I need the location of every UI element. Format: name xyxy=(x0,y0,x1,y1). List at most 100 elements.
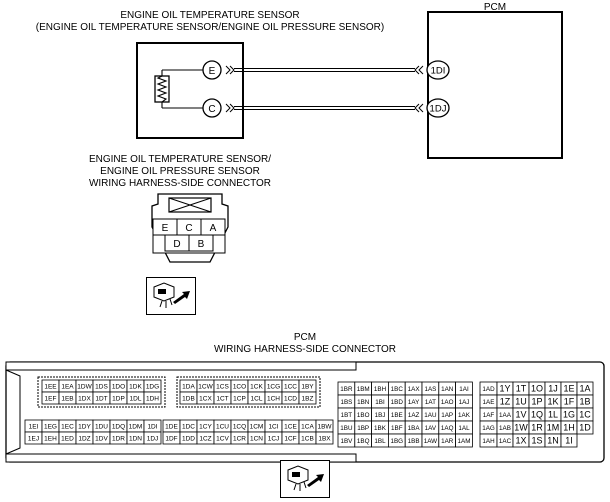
pcm-pin: 1CC xyxy=(284,383,297,390)
pcm-pin: 1DS xyxy=(95,383,108,390)
pcm-pin: 1CZ xyxy=(199,435,211,442)
pcm-pin: 1BZ xyxy=(302,395,314,402)
wiring-diagram: E C 1DI 1DJ xyxy=(136,11,563,159)
pcm-pin: 1DH xyxy=(146,395,159,402)
pcm-pin: 1AG xyxy=(482,425,495,432)
pcm-pin: 1CV xyxy=(216,435,229,442)
pcm-pin: 1CG xyxy=(267,383,280,390)
pcm-pin: 1CB xyxy=(301,435,314,442)
pcm-pin: 1CN xyxy=(250,435,263,442)
pcm-pin: 1H xyxy=(563,423,575,433)
pcm-pin: 1CR xyxy=(233,435,246,442)
pcm-pin: 1BV xyxy=(340,438,353,445)
pcm-pin: 1F xyxy=(564,397,575,407)
pcm-pin: 1C xyxy=(579,410,591,420)
pcm-pin: 1I xyxy=(565,436,573,446)
connector-view-icon xyxy=(146,277,196,315)
pcm-pin: 1T xyxy=(516,384,527,394)
sensor-title-line2: (ENGINE OIL TEMPERATURE SENSOR/ENGINE OI… xyxy=(35,22,385,33)
pcm-pin: 1CY xyxy=(199,423,212,430)
pcm-pin: 1BA xyxy=(408,425,421,432)
pcm-pin: 1CW xyxy=(198,383,213,390)
pcm-pin: 1AI xyxy=(459,386,469,393)
pcm-pin: 1DU xyxy=(95,423,108,430)
pcm-pin: 1AT xyxy=(425,399,436,406)
pcm-pin: 1DI xyxy=(147,423,157,430)
pcm-pin: 1V xyxy=(515,410,526,420)
pcm-pin: 1CD xyxy=(284,395,297,402)
sensor-connector-pin: B xyxy=(198,239,205,250)
pcm-pin: 1CA xyxy=(301,423,314,430)
pcm-pin: 1DP xyxy=(112,395,125,402)
pcm-pin: 1AQ xyxy=(441,425,454,432)
pcm-pin: 1BK xyxy=(374,425,387,432)
pcm-pin: 1P xyxy=(531,397,542,407)
sensor-connector-title-line1: ENGINE OIL TEMPERATURE SENSOR/ xyxy=(88,154,272,165)
pcm-pin: 1EJ xyxy=(28,435,39,442)
pcm-pin: 1AP xyxy=(441,412,453,419)
pcm-pin: 1Z xyxy=(500,397,511,407)
pcm-pin: 1BR xyxy=(340,386,353,393)
pcm-pin-cell xyxy=(560,433,578,448)
pcm-pin: 1BW xyxy=(317,423,332,430)
pcm-pin: 1BF xyxy=(391,425,403,432)
pcm-pin: 1N xyxy=(547,436,559,446)
sensor-connector-pin: A xyxy=(210,223,217,234)
sensor-connector-pin: C xyxy=(185,223,192,234)
pcm-pin: 1EH xyxy=(44,435,57,442)
pcm-pin: 1AK xyxy=(458,412,471,419)
pcm-box xyxy=(427,11,563,159)
pcm-pin: 1DZ xyxy=(78,435,90,442)
pcm-pin: 1M xyxy=(547,423,560,433)
pcm-pin: 1J xyxy=(548,384,558,394)
pcm-pin: 1CX xyxy=(199,395,212,402)
pcm-pin: 1DJ xyxy=(147,435,159,442)
pcm-pin: 1DM xyxy=(129,423,143,430)
pcm-pin: 1BG xyxy=(390,438,403,445)
pcm-pin: 1R xyxy=(531,423,543,433)
pcm-pin: 1CI xyxy=(268,423,278,430)
pcm-pin: 1AZ xyxy=(408,412,420,419)
pcm-pin: 1DN xyxy=(129,435,142,442)
pcm-pin: 1BY xyxy=(301,383,314,390)
pcm-pin: 1CF xyxy=(284,435,296,442)
sensor-pin-c-circle xyxy=(202,98,222,118)
pcm-pin: 1AL xyxy=(458,425,470,432)
pcm-pin: 1BE xyxy=(391,412,403,419)
pcm-pin: 1CM xyxy=(250,423,264,430)
pcm-pin: 1DG xyxy=(146,383,159,390)
pcm-pin: 1DE xyxy=(165,423,178,430)
sensor-box xyxy=(136,42,244,139)
pcm-pin-cell xyxy=(455,433,473,448)
pcm-pin: 1O xyxy=(531,384,543,394)
pcm-pin: 1DL xyxy=(130,395,142,402)
pcm-pin: 1EI xyxy=(29,423,39,430)
pcm-pin: 1BH xyxy=(374,386,387,393)
pcm-pin: 1AM xyxy=(458,438,471,445)
pcm-pin: 1AS xyxy=(424,386,436,393)
pcm-pin: 1BQ xyxy=(357,438,370,445)
pcm-pin: 1EC xyxy=(61,423,74,430)
pcm-pin: 1CJ xyxy=(268,435,280,442)
pcm-pin: 1EA xyxy=(61,383,74,390)
pcm-pin: 1BN xyxy=(357,399,370,406)
pcm-pin: 1CK xyxy=(250,383,263,390)
pcm-pin: 1BO xyxy=(357,412,370,419)
pcm-pin: 1A xyxy=(579,384,590,394)
pcm-pin: 1S xyxy=(531,436,542,446)
pcm-pin: 1BU xyxy=(340,425,353,432)
pcm-pin: 1AV xyxy=(425,425,437,432)
pcm-pin: 1AD xyxy=(482,386,495,393)
pcm-pin: 1Q xyxy=(531,410,543,420)
pcm-pin: 1CE xyxy=(284,423,297,430)
pcm-pin: 1EG xyxy=(44,423,57,430)
pcm-pin: 1AJ xyxy=(459,399,470,406)
pcm-pin: 1D xyxy=(579,423,591,433)
sensor-connector-title-line2: ENGINE OIL PRESSURE SENSOR xyxy=(100,166,260,177)
pcm-pin: 1B xyxy=(579,397,590,407)
pcm-pin: 1CU xyxy=(216,423,229,430)
pcm-pin: 1AW xyxy=(424,438,437,445)
pcm-pin: 1DY xyxy=(78,423,91,430)
pcm-pin: 1EF xyxy=(45,395,57,402)
pcm-pin: 1DT xyxy=(95,395,107,402)
